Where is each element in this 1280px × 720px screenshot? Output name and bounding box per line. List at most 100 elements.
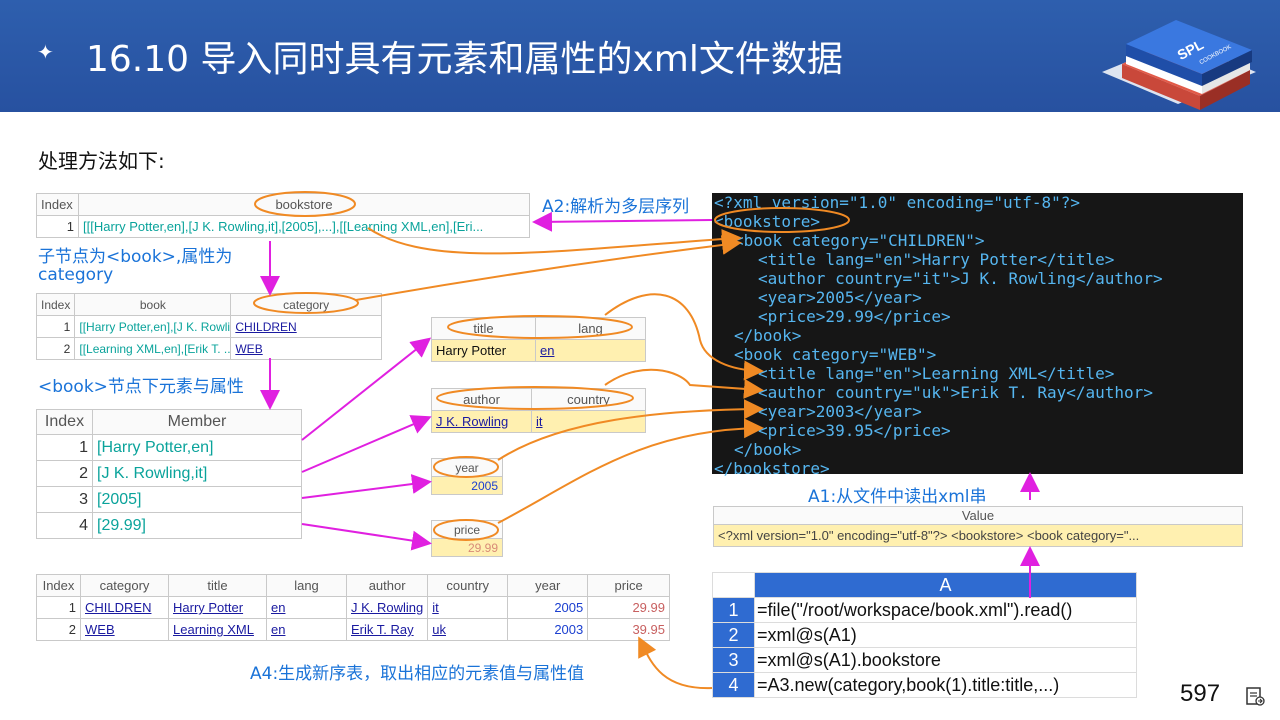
category-cell[interactable]: CHILDREN (230, 315, 382, 338)
table-row[interactable]: 3[2005] (36, 486, 302, 513)
row-index: 2 (36, 460, 93, 487)
row-number[interactable]: 2 (712, 622, 755, 648)
table-row[interactable]: 29.99 (431, 538, 503, 557)
member-cell[interactable]: [J K. Rowling,it] (92, 460, 302, 487)
bookstore-cell[interactable]: [[[Harry Potter,en],[J K. Rowling,it],[2… (78, 215, 530, 238)
method-subtitle: 处理方法如下: (38, 149, 165, 173)
code-line: </bookstore> (714, 459, 830, 478)
code-line: <book category="WEB"> (734, 345, 937, 364)
author-cell[interactable]: J K. Rowling (345, 596, 429, 619)
lang-cell[interactable]: en (266, 596, 347, 619)
code-line: <year>2005</year> (758, 288, 922, 307)
code-line: <book category="CHILDREN"> (734, 231, 985, 250)
a4-annotation: A4:生成新序表，取出相应的元素值与属性值 (250, 664, 585, 684)
slide-header: ✦ 16.10 导入同时具有元素和属性的xml文件数据 (0, 0, 1280, 112)
row-index: 2 (36, 618, 81, 641)
row-index: 1 (36, 596, 81, 619)
author-cell[interactable]: Erik T. Ray (345, 618, 429, 641)
country-cell[interactable]: it (427, 596, 509, 619)
title-cell[interactable]: Learning XML (168, 618, 267, 641)
price-cell[interactable]: 29.99 (587, 596, 670, 619)
spl-cookbook-logo: SPL COOKBOOK (1102, 20, 1256, 110)
slide-title: 16.10 导入同时具有元素和属性的xml文件数据 (86, 39, 843, 80)
column-header: Index (36, 409, 93, 435)
lang-cell[interactable]: en (535, 339, 646, 362)
member-cell[interactable]: [2005] (92, 486, 302, 513)
table-row[interactable]: <?xml version="1.0" encoding="utf-8"?> <… (713, 524, 1243, 547)
code-line: </book> (734, 326, 802, 345)
column-header: title (168, 574, 267, 597)
bookstore-table: Index bookstore 1 [[[Harry Potter,en],[J… (36, 193, 530, 238)
column-header: category (230, 293, 382, 316)
xml-declaration: <?xml version="1.0" encoding="utf-8"?> (714, 193, 1081, 212)
grid-row[interactable]: 3 =xml@s(A1).bookstore (712, 647, 1137, 673)
table-row[interactable]: 2[J K. Rowling,it] (36, 460, 302, 487)
column-header: bookstore (78, 193, 530, 216)
code-line: <price>39.95</price> (758, 421, 951, 440)
row-number[interactable]: 3 (712, 647, 755, 673)
column-header: Value (713, 506, 1243, 525)
book-node-annotation: <book>节点下元素与属性 (38, 377, 244, 397)
column-header: country (427, 574, 509, 597)
grid-row[interactable]: 4 =A3.new(category,book(1).title:title,.… (712, 672, 1137, 698)
table-row[interactable]: 1 [[[Harry Potter,en],[J K. Rowling,it],… (36, 215, 530, 238)
country-cell[interactable]: it (531, 410, 646, 433)
column-header: country (531, 388, 646, 411)
year-cell[interactable]: 2005 (431, 476, 503, 495)
column-header: lang (266, 574, 347, 597)
column-header: category (80, 574, 169, 597)
price-cell[interactable]: 39.95 (587, 618, 670, 641)
code-cell[interactable]: =xml@s(A1).bookstore (754, 647, 1137, 673)
row-index: 1 (36, 434, 93, 461)
table-row[interactable]: 2 WEB Learning XML en Erik T. Ray uk 200… (36, 618, 670, 641)
year-cell[interactable]: 2003 (507, 618, 589, 641)
code-cell[interactable]: =file("/root/workspace/book.xml").read() (754, 597, 1137, 623)
member-cell[interactable]: [Harry Potter,en] (92, 434, 302, 461)
code-line: <title lang="en">Harry Potter</title> (758, 250, 1115, 269)
country-cell[interactable]: uk (427, 618, 509, 641)
title-cell[interactable]: Harry Potter (431, 339, 536, 362)
row-number[interactable]: 4 (712, 672, 755, 698)
category-cell[interactable]: WEB (230, 337, 382, 360)
column-a-header[interactable]: A (754, 572, 1137, 598)
column-header: Member (92, 409, 302, 435)
value-cell[interactable]: <?xml version="1.0" encoding="utf-8"?> <… (713, 524, 1243, 547)
column-header: title (431, 317, 536, 340)
table-row[interactable]: 4[29.99] (36, 512, 302, 539)
book-cell[interactable]: [[Learning XML,en],[Erik T. ... (74, 337, 232, 360)
member-cell[interactable]: [29.99] (92, 512, 302, 539)
table-row[interactable]: 1 CHILDREN Harry Potter en J K. Rowling … (36, 596, 670, 619)
category-cell[interactable]: WEB (80, 618, 169, 641)
a2-annotation: A2:解析为多层序列 (542, 197, 690, 217)
column-header: price (431, 520, 503, 539)
table-row[interactable]: 2005 (431, 476, 503, 495)
row-index: 3 (36, 486, 93, 513)
code-cell[interactable]: =xml@s(A1) (754, 622, 1137, 648)
grid-row[interactable]: 2 =xml@s(A1) (712, 622, 1137, 648)
code-line: <author country="uk">Erik T. Ray</author… (758, 383, 1153, 402)
code-line: <price>29.99</price> (758, 307, 951, 326)
corner-cell (712, 572, 755, 598)
column-header: book (74, 293, 232, 316)
price-cell[interactable]: 29.99 (431, 538, 503, 557)
table-row[interactable]: 1[Harry Potter,en] (36, 434, 302, 461)
author-cell[interactable]: J K. Rowling (431, 410, 532, 433)
row-number[interactable]: 1 (712, 597, 755, 623)
lang-cell[interactable]: en (266, 618, 347, 641)
book-cell[interactable]: [[Harry Potter,en],[J K. Rowli... (74, 315, 232, 338)
code-line: <title lang="en">Learning XML</title> (758, 364, 1115, 383)
title-cell[interactable]: Harry Potter (168, 596, 267, 619)
table-row[interactable]: 2 [[Learning XML,en],[Erik T. ... WEB (35, 337, 382, 360)
grid-row[interactable]: 1 =file("/root/workspace/book.xml").read… (712, 597, 1137, 623)
year-cell[interactable]: 2005 (507, 596, 589, 619)
code-cell[interactable]: =A3.new(category,book(1).title:title,...… (754, 672, 1137, 698)
category-cell[interactable]: CHILDREN (80, 596, 169, 619)
table-row[interactable]: 1 [[Harry Potter,en],[J K. Rowli... CHIL… (35, 315, 382, 338)
column-header: price (587, 574, 670, 597)
slide-notes-icon[interactable] (1244, 685, 1266, 707)
year-table: year 2005 (431, 458, 503, 495)
column-header: Index (36, 193, 79, 216)
